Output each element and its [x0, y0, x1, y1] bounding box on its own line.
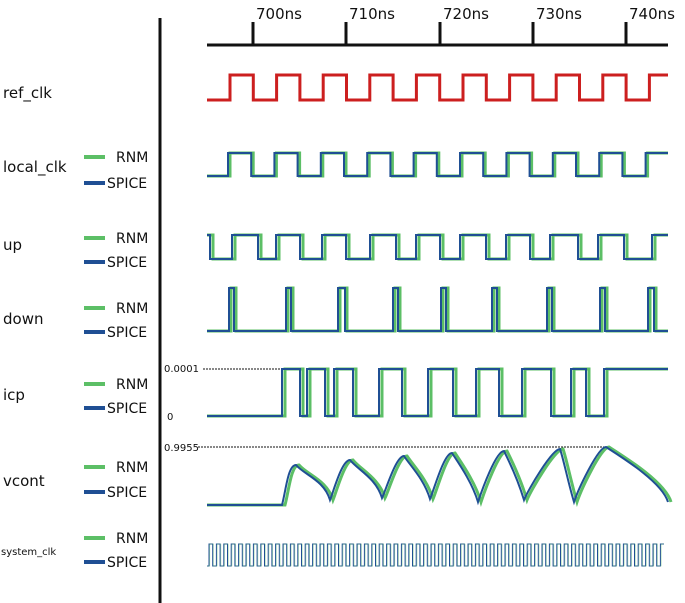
- vcont-top-value: 0.9955: [164, 443, 199, 454]
- time-tick-label: 700ns: [256, 5, 302, 23]
- legend-icp: RNM SPICE: [84, 377, 148, 417]
- vcont-spice-waveform: [207, 445, 669, 506]
- signal-label-vcont: vcont: [3, 472, 45, 490]
- local-clk-trace: [207, 151, 668, 178]
- rnm-legend-label: RNM: [116, 150, 148, 166]
- ref-clk-trace: [207, 73, 668, 102]
- signal-label-down: down: [3, 310, 43, 328]
- icp-top-value: 0.0001: [164, 364, 199, 375]
- spice-legend-label: SPICE: [107, 325, 147, 341]
- time-tick-label: 710ns: [349, 5, 395, 23]
- down-trace: [207, 286, 668, 333]
- signal-label-system-clk: system_clk: [1, 547, 56, 558]
- signal-label-up: up: [3, 236, 22, 254]
- icp-spice-waveform: [207, 368, 668, 417]
- rnm-legend-label: RNM: [116, 231, 148, 247]
- signal-label-ref-clk: ref_clk: [3, 84, 52, 103]
- icp-scale: 0.0001 0: [164, 364, 285, 423]
- up-trace: [207, 233, 668, 261]
- rnm-legend-label: RNM: [116, 531, 148, 547]
- rnm-legend-label: RNM: [116, 301, 148, 317]
- spice-legend-label: SPICE: [107, 485, 147, 501]
- legend-down: RNM SPICE: [84, 301, 148, 341]
- icp-bottom-value: 0: [167, 412, 173, 423]
- legend-vcont: RNM SPICE: [84, 460, 148, 501]
- ref-clk-waveform: [207, 73, 668, 102]
- up-spice-waveform: [207, 234, 668, 260]
- icp-rnm-waveform: [207, 367, 668, 418]
- signal-label-local-clk: local_clk: [3, 158, 67, 177]
- spice-legend-label: SPICE: [107, 401, 147, 417]
- legend-up: RNM SPICE: [84, 231, 148, 271]
- spice-legend-label: SPICE: [107, 176, 147, 192]
- system-clk-trace: [207, 543, 664, 567]
- system-clk-rnm-waveform: [207, 543, 664, 567]
- time-tick-label: 740ns: [629, 5, 675, 23]
- system-clk-spice-waveform: [207, 543, 664, 567]
- local-clk-spice-waveform: [207, 152, 668, 177]
- signal-label-icp: icp: [3, 386, 25, 404]
- icp-trace: [207, 367, 668, 418]
- time-tick-label: 720ns: [443, 5, 489, 23]
- down-spice-waveform: [207, 287, 668, 332]
- spice-legend-label: SPICE: [107, 555, 147, 571]
- rnm-legend-label: RNM: [116, 460, 148, 476]
- legend-local-clk: RNM SPICE: [84, 150, 148, 192]
- vcont-trace: [207, 445, 673, 507]
- vcont-rnm-waveform: [207, 445, 673, 507]
- spice-legend-label: SPICE: [107, 255, 147, 271]
- legend-system-clk: RNM SPICE: [84, 531, 148, 571]
- time-tick-label: 730ns: [536, 5, 582, 23]
- vcont-scale: 0.9955: [164, 443, 606, 454]
- down-rnm-waveform: [207, 286, 668, 333]
- time-axis: 700ns 710ns 720ns 730ns 740ns: [207, 5, 675, 47]
- rnm-legend-label: RNM: [116, 377, 148, 393]
